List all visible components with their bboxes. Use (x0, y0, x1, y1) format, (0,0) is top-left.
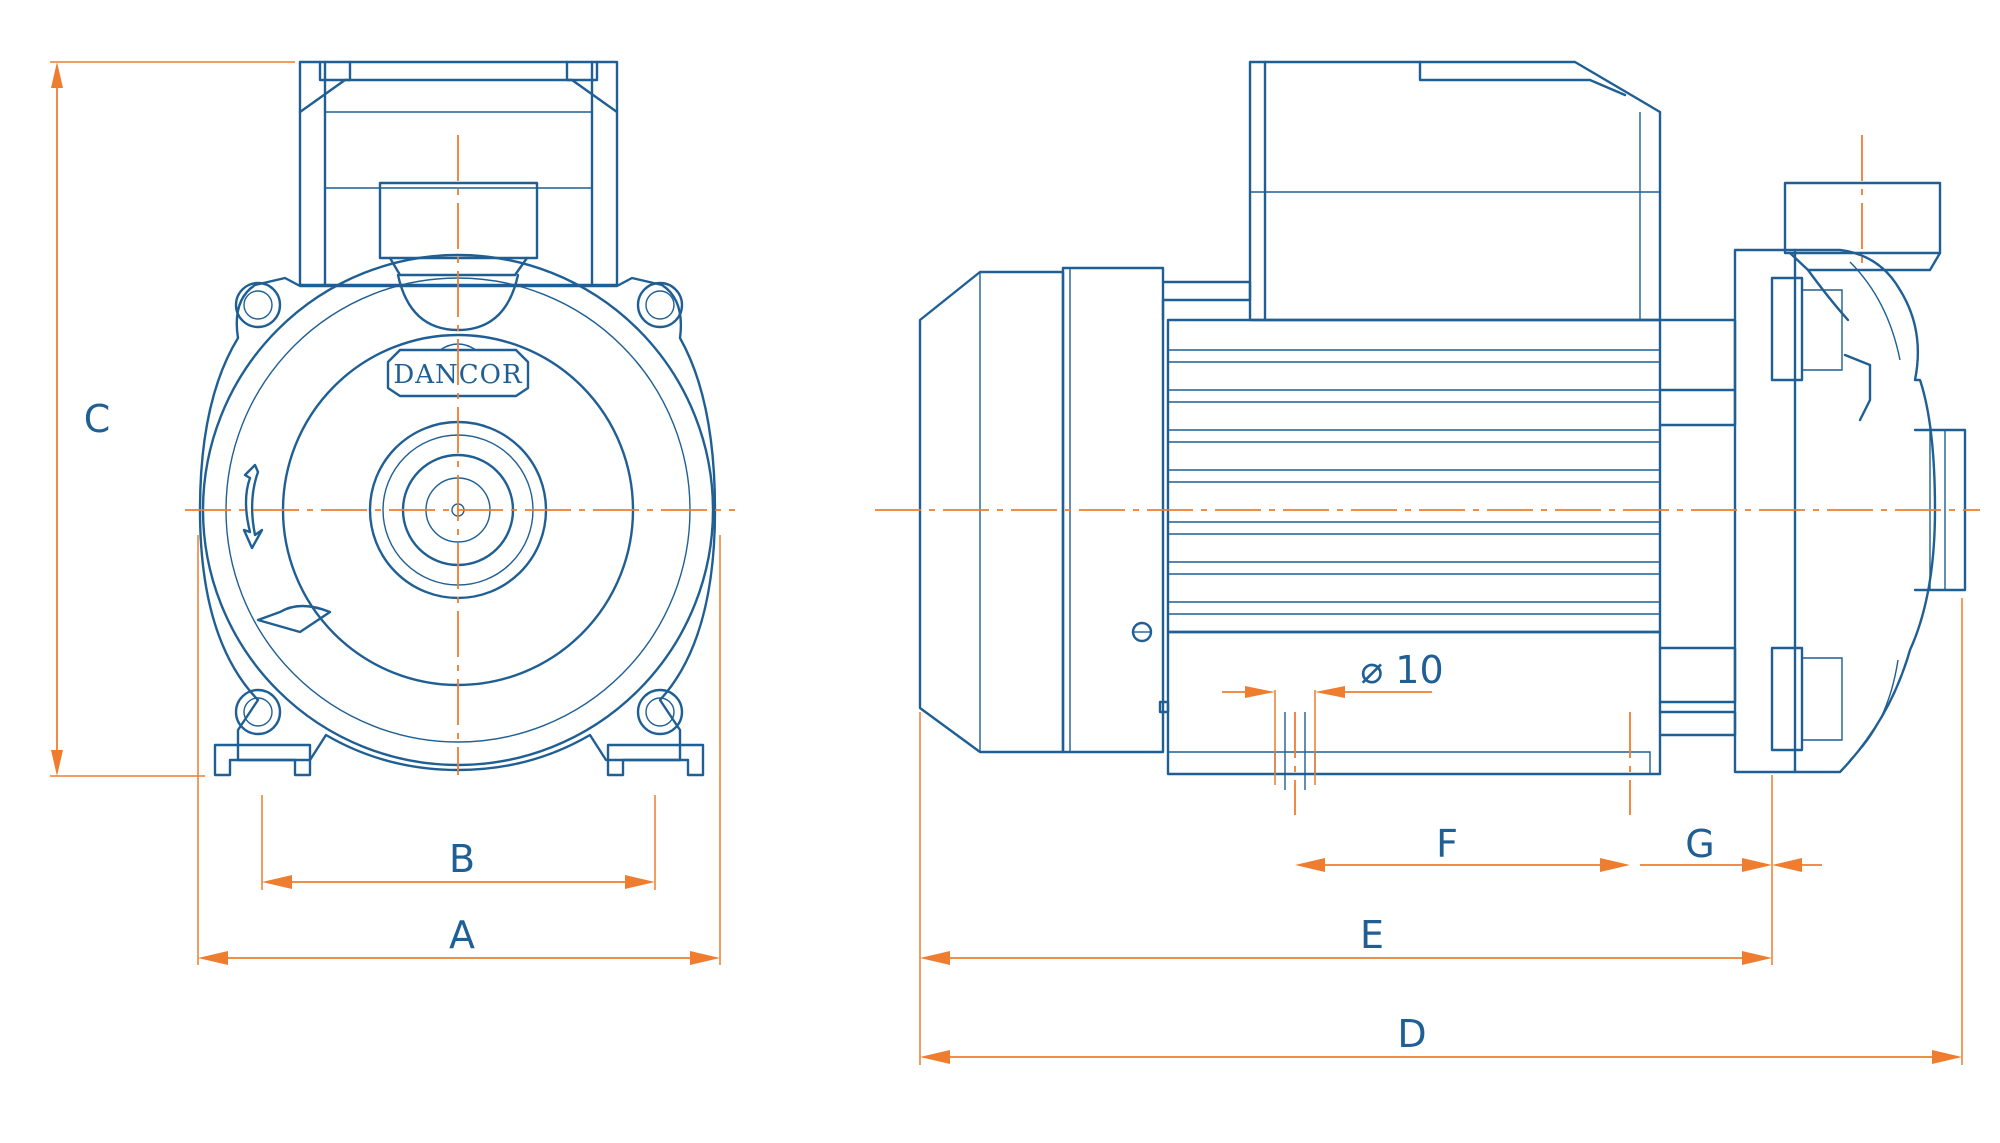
side-discharge-nozzle (1783, 181, 1942, 322)
pump-volute (1793, 248, 1937, 774)
label-diameter: ⌀ 10 (1360, 648, 1443, 692)
front-mounting-feet (213, 743, 705, 777)
label-c: C (84, 397, 111, 441)
motor-body (1158, 318, 1662, 776)
front-bolt-holes (234, 281, 684, 736)
side-terminal-box (1248, 60, 1662, 322)
label-e: E (1360, 913, 1384, 957)
pump-flange (1733, 248, 1843, 774)
label-d: D (1397, 1012, 1426, 1056)
label-g: G (1685, 822, 1714, 866)
dimension-lines (50, 61, 1963, 1065)
dimension-labels: C B A ⌀ 10 F G E D (84, 397, 1715, 1056)
motor-pump-bracket (1658, 318, 1737, 737)
front-view: DANCOR (185, 60, 735, 777)
label-f: F (1436, 822, 1458, 866)
cable-gland (1161, 280, 1252, 322)
label-a: A (449, 913, 475, 957)
side-view (875, 60, 1980, 815)
fan-cover (918, 270, 1065, 754)
label-b: B (449, 837, 475, 881)
